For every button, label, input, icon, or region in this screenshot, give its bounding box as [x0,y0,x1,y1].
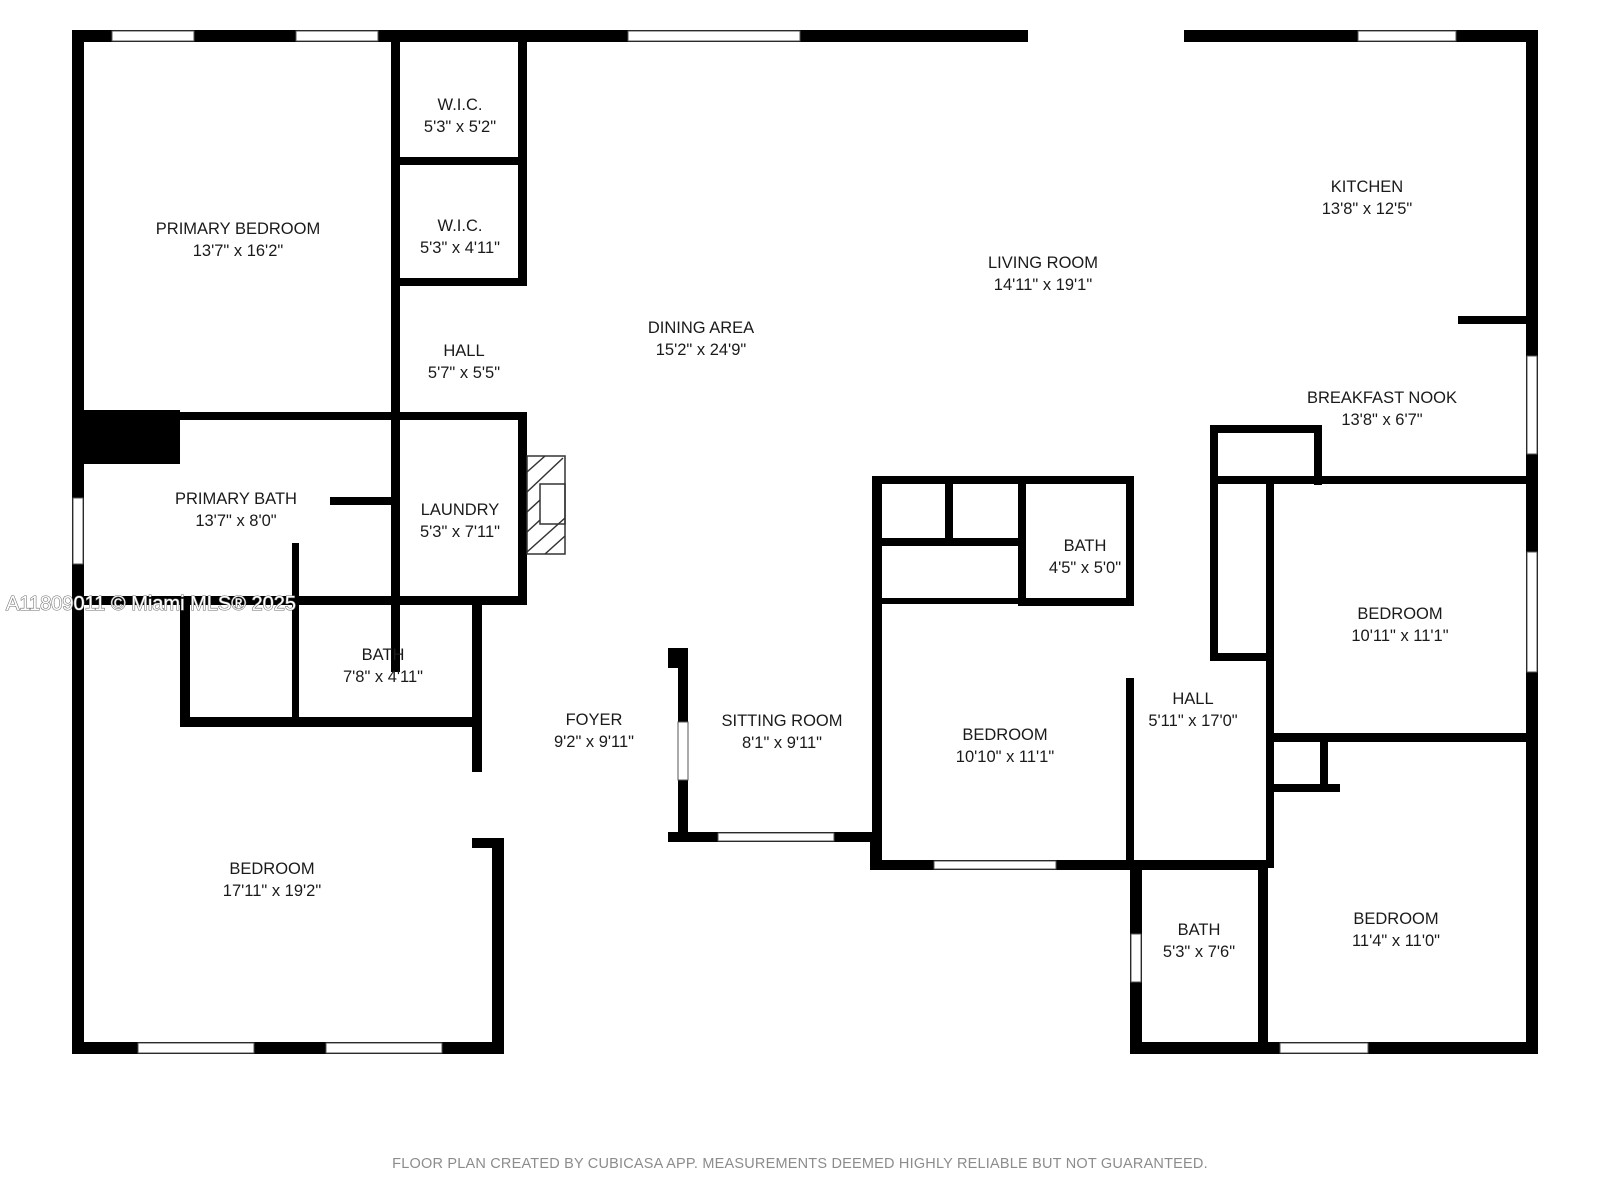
room-hall-east: HALL 5'11" x 17'0" [1148,690,1237,730]
room-dimensions: 13'7" x 8'0" [195,512,276,530]
room-name: BATH [362,646,405,664]
room-labels: PRIMARY BEDROOM 13'7" x 16'2" W.I.C. 5'3… [156,96,1457,961]
room-dimensions: 14'11" x 19'1" [994,276,1093,294]
room-bedroom-center: BEDROOM 10'10" x 11'1" [956,726,1055,766]
room-bedroom-east: BEDROOM 10'11" x 11'1" [1351,605,1448,645]
room-dimensions: 10'10" x 11'1" [956,748,1055,766]
room-dimensions: 4'5" x 5'0" [1049,559,1121,577]
room-dimensions: 17'11" x 19'2" [223,882,322,900]
room-dimensions: 13'8" x 6'7" [1341,411,1422,429]
room-bath-center: BATH 4'5" x 5'0" [1049,537,1121,577]
room-dimensions: 15'2" x 24'9" [656,341,747,359]
room-dimensions: 13'8" x 12'5" [1322,200,1413,218]
room-kitchen: KITCHEN 13'8" x 12'5" [1322,178,1413,218]
room-dining-area: DINING AREA 15'2" x 24'9" [648,319,754,359]
room-name: FOYER [566,711,623,729]
room-name: BEDROOM [1353,910,1438,928]
room-laundry: LAUNDRY 5'3" x 7'11" [420,501,500,541]
room-name: BREAKFAST NOOK [1307,389,1457,407]
room-dimensions: 5'3" x 5'2" [424,118,496,136]
room-dimensions: 11'4" x 11'0" [1352,932,1440,950]
room-name: SITTING ROOM [722,712,843,730]
room-dimensions: 7'8" x 4'11" [343,668,423,686]
room-name: W.I.C. [438,217,483,235]
room-name: HALL [1172,690,1213,708]
room-dimensions: 13'7" x 16'2" [193,242,284,260]
room-dimensions: 5'3" x 4'11" [420,239,500,257]
room-dimensions: 5'7" x 5'5" [428,364,500,382]
room-dimensions: 5'3" x 7'11" [420,523,500,541]
room-name: BEDROOM [962,726,1047,744]
walls [72,30,1538,1054]
room-living-room: LIVING ROOM 14'11" x 19'1" [988,254,1098,294]
room-bedroom-southeast: BEDROOM 11'4" x 11'0" [1352,910,1440,950]
footer-disclaimer: FLOOR PLAN CREATED BY CUBICASA APP. MEAS… [392,1156,1208,1172]
room-name: PRIMARY BATH [175,490,297,508]
fireplace [526,455,566,555]
room-bedroom-west: BEDROOM 17'11" x 19'2" [223,860,322,900]
windows [72,29,1538,1054]
room-dimensions: 10'11" x 11'1" [1351,627,1448,645]
room-wic-2: W.I.C. 5'3" x 4'11" [420,217,500,257]
room-dimensions: 9'2" x 9'11" [554,733,634,751]
room-name: BEDROOM [229,860,314,878]
room-primary-bedroom: PRIMARY BEDROOM 13'7" x 16'2" [156,220,320,260]
room-sitting-room: SITTING ROOM 8'1" x 9'11" [722,712,843,752]
room-breakfast-nook: BREAKFAST NOOK 13'8" x 6'7" [1307,389,1457,429]
room-dimensions: 5'11" x 17'0" [1148,712,1237,730]
room-wic-1: W.I.C. 5'3" x 5'2" [424,96,496,136]
mls-watermark: A11809011 © Miami MLS® 2025 [6,593,296,615]
room-hall-upper: HALL 5'7" x 5'5" [428,342,500,382]
room-name: BATH [1178,921,1221,939]
room-primary-bath: PRIMARY BATH 13'7" x 8'0" [175,490,297,530]
room-name: HALL [443,342,484,360]
room-dimensions: 5'3" x 7'6" [1163,943,1235,961]
room-foyer: FOYER 9'2" x 9'11" [554,711,634,751]
room-name: PRIMARY BEDROOM [156,220,320,238]
room-name: BEDROOM [1357,605,1442,623]
room-name: LIVING ROOM [988,254,1098,272]
room-name: W.I.C. [438,96,483,114]
room-name: KITCHEN [1331,178,1403,196]
room-bath-west: BATH 7'8" x 4'11" [343,646,423,686]
room-name: DINING AREA [648,319,754,337]
room-dimensions: 8'1" x 9'11" [742,734,822,752]
room-name: LAUNDRY [421,501,500,519]
room-bath-south: BATH 5'3" x 7'6" [1163,921,1235,961]
room-name: BATH [1064,537,1107,555]
